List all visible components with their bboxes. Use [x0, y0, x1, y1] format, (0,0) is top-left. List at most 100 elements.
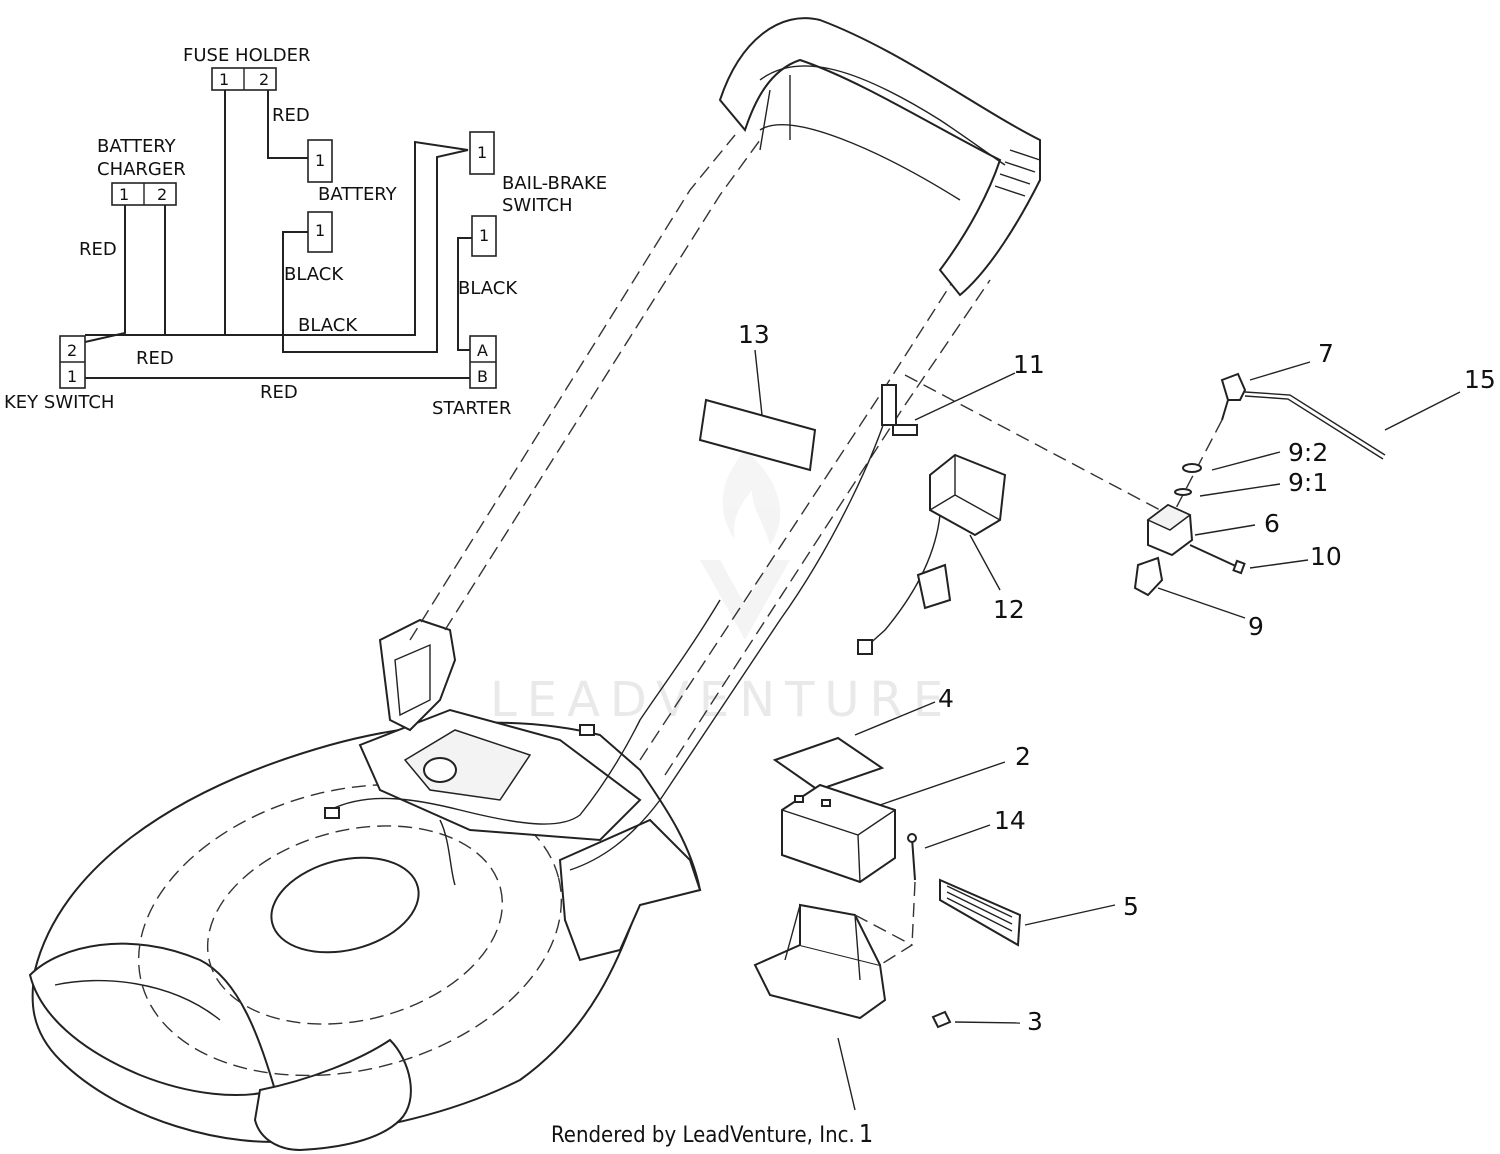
starter-pin-A: A [477, 341, 488, 360]
bail-brake-label-2: SWITCH [502, 195, 573, 216]
leader-9-1 [1199, 483, 1281, 497]
callout-13: 13 [738, 320, 770, 349]
leader-9 [1157, 587, 1246, 619]
leader-6 [1194, 524, 1256, 536]
wire-charger2-bailbrake [164, 140, 469, 336]
battery-connector [307, 139, 333, 183]
callout-14: 14 [994, 806, 1026, 835]
handle-right-rail [639, 269, 961, 761]
part-11-tab [892, 424, 918, 436]
bail-brake-connector [469, 131, 495, 175]
starter-connector [471, 215, 497, 257]
wire-fuse2-battery [267, 90, 308, 159]
handle-left-rail [409, 134, 736, 641]
callout-15: 15 [1464, 365, 1496, 394]
leader-12 [969, 534, 1001, 591]
charger-pin-1: 1 [119, 185, 129, 204]
key-switch-label: KEY SWITCH [4, 392, 114, 413]
callout-2: 2 [1015, 742, 1031, 771]
leader-9-2 [1211, 451, 1281, 471]
bail-brake-label-1: BAIL-BRAKE [502, 173, 607, 194]
callout-1: 1 [859, 1119, 873, 1148]
deck-motor-cover [270, 856, 420, 954]
callout-4: 4 [938, 684, 954, 713]
leader-13 [754, 349, 763, 416]
wire-label-black-starter: BLACK [458, 278, 518, 299]
callout-5: 5 [1123, 892, 1139, 921]
charger-plug [857, 639, 873, 655]
callout-7: 7 [1318, 339, 1334, 368]
watermark-text: LEADVENTURE [490, 672, 953, 728]
starter-connector-pin: 1 [479, 226, 489, 245]
alignment-line [904, 374, 1161, 511]
part-13-decal [698, 398, 817, 472]
wire-label-red-charger: RED [79, 239, 117, 260]
part-12-charger [929, 453, 1007, 537]
callout-9: 9 [1248, 612, 1264, 641]
render-credit: Rendered by LeadVenture, Inc.1 [551, 1119, 873, 1148]
wire-fuse1-key2 [85, 90, 226, 336]
deck-ring-inner [206, 825, 504, 1025]
part-4-pad [772, 736, 885, 792]
key-pin-1: 1 [67, 367, 77, 386]
part-9-2-nut [1182, 463, 1202, 473]
leader-1 [837, 1037, 856, 1111]
watermark-logo [700, 450, 790, 640]
leader-14 [924, 824, 991, 849]
part-9-plug [1133, 556, 1164, 597]
callout-9-2: 9:2 [1288, 438, 1328, 467]
callout-12: 12 [993, 595, 1025, 624]
part-11-mount [881, 384, 897, 426]
wire-black-bailbrake [282, 149, 469, 353]
charger-tag [916, 563, 952, 610]
charger-pin-2: 2 [157, 185, 167, 204]
mower-illustration [28, 17, 1041, 1152]
part-9-1-washer [1174, 488, 1192, 496]
housing-knob [423, 757, 457, 783]
black-connector-pin: 1 [315, 221, 325, 240]
key-pin-2: 2 [67, 341, 77, 360]
part-10-bolt [1189, 544, 1241, 569]
callout-6: 6 [1264, 509, 1280, 538]
part-2-battery [781, 783, 896, 884]
charger-label-1: BATTERY [97, 136, 177, 157]
leader-2 [879, 761, 1006, 806]
callout-10: 10 [1310, 542, 1342, 571]
starter-pin-B: B [477, 367, 488, 386]
leader-15 [1384, 391, 1461, 431]
callout-3: 3 [1027, 1007, 1043, 1036]
leader-7 [1249, 361, 1311, 381]
wire-harness [329, 599, 721, 825]
leader-4 [854, 701, 936, 736]
callout-11: 11 [1013, 350, 1045, 379]
wiring-schematic: 1 2 FUSE HOLDER 1 2 BATTERY CHARGER 1 BA… [4, 45, 607, 419]
wire-label-red-key2: RED [136, 348, 174, 369]
charger-label-2: CHARGER [97, 159, 186, 180]
handle-left-rail-inner [444, 139, 761, 631]
leader-3 [954, 1021, 1021, 1024]
black-connector [307, 211, 333, 253]
fuse-pin-1: 1 [219, 70, 229, 89]
part-7-key [1220, 372, 1247, 401]
wire-charger1-key2 [84, 205, 126, 343]
bail-spring [994, 149, 1041, 197]
harness-connector-a [324, 807, 340, 819]
wire-label-black-battery: BLACK [284, 264, 344, 285]
wire-label-red-key1: RED [260, 382, 298, 403]
credit-text: Rendered by LeadVenture, Inc. [551, 1123, 855, 1148]
handle-right-rail-inner [664, 279, 991, 776]
fuse-holder-label: FUSE HOLDER [183, 45, 311, 66]
deck-ring-outer [137, 783, 563, 1077]
mower-side-panel [558, 818, 702, 962]
fuse-pin-2: 2 [259, 70, 269, 89]
handle-cable [569, 384, 896, 871]
harness-connector-b [579, 724, 595, 736]
wire-label-black-mid: BLACK [298, 315, 358, 336]
wire-label-red-fuse: RED [272, 105, 310, 126]
charger-cord [864, 514, 941, 649]
battery-pin: 1 [315, 151, 325, 170]
starter-label: STARTER [432, 398, 511, 419]
part-15-rod [1244, 391, 1386, 456]
